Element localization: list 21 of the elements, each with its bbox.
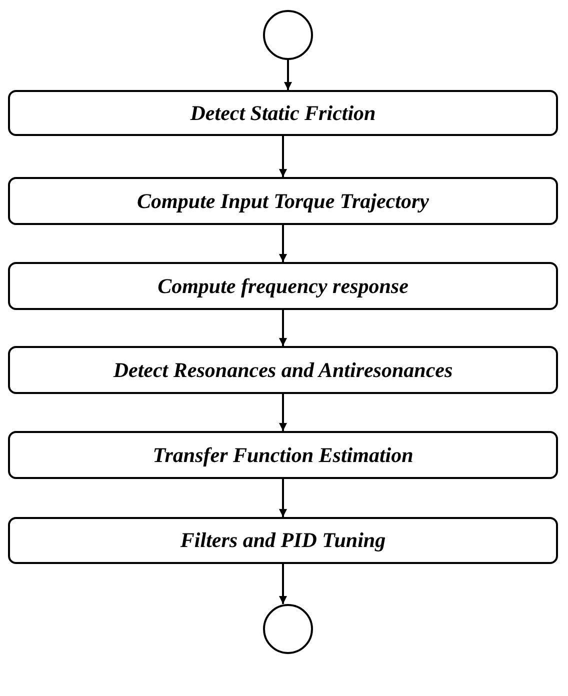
process-box — [8, 90, 558, 136]
step-label: Compute Input Torque Trajectory — [137, 188, 429, 214]
process-box — [8, 517, 558, 564]
step-label: Filters and PID Tuning — [180, 528, 386, 553]
step-label: Compute frequency response — [158, 274, 408, 298]
terminal-circle — [263, 10, 313, 60]
process-box — [8, 262, 558, 310]
process-box — [8, 177, 558, 225]
process-box — [8, 431, 558, 479]
arrow — [279, 564, 287, 604]
arrow — [279, 310, 287, 346]
arrow — [279, 136, 287, 177]
step-label: Detect Resonances and Antiresonances — [113, 358, 453, 382]
step-label: Transfer Function Estimation — [152, 442, 414, 468]
arrow — [279, 225, 287, 262]
arrow — [279, 394, 287, 431]
process-box — [8, 346, 558, 394]
terminal-circle — [263, 604, 313, 654]
step-label: Detect Static Friction — [190, 100, 376, 126]
arrow — [284, 60, 292, 90]
arrow — [279, 479, 287, 517]
